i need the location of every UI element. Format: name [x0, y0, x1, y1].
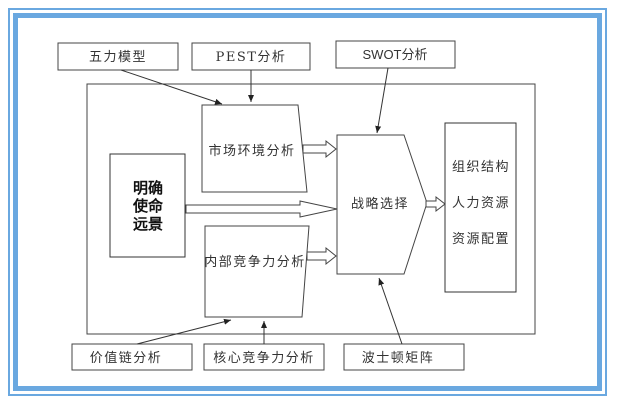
market-analysis-label: 市场环境分析 [208, 143, 295, 159]
outputs-box: 组织结构 人力资源 资源配置 [444, 122, 517, 293]
inner-frame-border [13, 13, 602, 391]
core-competence-box: 核心竞争力分析 [203, 343, 325, 371]
arrow-swot-to-strategy [375, 67, 389, 134]
block-arrow-strategy-to-outputs [425, 195, 446, 213]
analysis-container [86, 83, 536, 335]
mission-box: 明确 使命 远景 [109, 153, 186, 258]
arrow-bcg-to-strategy [378, 277, 403, 345]
block-arrow-internal-to-strategy [306, 246, 337, 266]
value-chain-box: 价值链分析 [71, 343, 193, 371]
five-forces-label: 五力模型 [89, 50, 147, 65]
output-human-resources: 人力资源 [452, 196, 510, 211]
pest-box: PEST分析 [191, 42, 311, 71]
block-arrow-mission-to-strategy [185, 200, 338, 218]
outer-frame-border [8, 8, 607, 396]
arrow-five-forces-to-market [120, 69, 223, 105]
strategy-label: 战略选择 [351, 196, 409, 212]
mission-line-3: 远景 [133, 215, 163, 233]
output-org-structure: 组织结构 [452, 160, 510, 175]
bcg-box: 波士顿矩阵 [343, 343, 465, 371]
internal-analysis-label: 内部竞争力分析 [204, 254, 306, 270]
strategy-box: 战略选择 [336, 134, 428, 275]
five-forces-box: 五力模型 [57, 42, 179, 71]
value-chain-label: 价值链分析 [90, 350, 163, 366]
market-analysis-box: 市场环境分析 [201, 104, 308, 193]
mission-line-2: 使命 [132, 197, 164, 215]
mission-line-1: 明确 [133, 179, 163, 197]
arrow-value-chain-to-internal [136, 318, 232, 345]
output-resource-allocation: 资源配置 [452, 232, 510, 247]
core-competence-label: 核心竞争力分析 [213, 350, 315, 366]
internal-analysis-box: 内部竞争力分析 [204, 225, 310, 318]
bcg-label: 波士顿矩阵 [362, 351, 435, 366]
swot-box: SWOT分析 [335, 40, 456, 69]
block-arrow-market-to-strategy [302, 139, 337, 159]
pest-label: PEST分析 [216, 50, 287, 65]
swot-label: SWOT分析 [363, 47, 428, 62]
